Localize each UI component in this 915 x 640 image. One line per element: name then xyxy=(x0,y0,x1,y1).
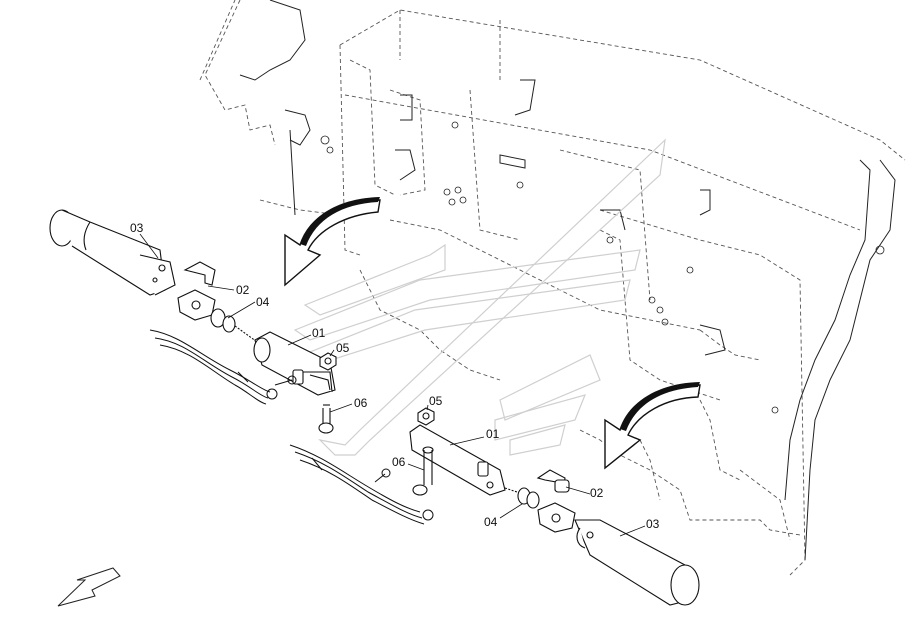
hoses-top xyxy=(149,329,297,405)
part-06-bolt-bottom xyxy=(412,446,434,496)
chassis-outline xyxy=(199,0,906,576)
part-label-02-top: 02 xyxy=(236,283,250,297)
part-label-01-bottom: 01 xyxy=(486,427,500,441)
part-label-03-bottom: 03 xyxy=(646,517,660,531)
part-label-04-bottom: 04 xyxy=(484,515,498,529)
part-02-bracket-bottom xyxy=(536,469,576,533)
leader-lines xyxy=(139,233,646,537)
part-02-bracket-top xyxy=(177,261,216,321)
direction-arrow-icon xyxy=(57,567,121,607)
part-label-06-bottom: 06 xyxy=(392,455,406,469)
part-01-actuator-bottom xyxy=(409,424,506,496)
part-04-nut-bottom xyxy=(504,487,540,509)
part-03-cylinder-top xyxy=(49,209,176,296)
part-05-nut-bottom xyxy=(417,407,435,426)
part-03-cylinder-bottom xyxy=(574,519,700,606)
rotation-arrows xyxy=(284,197,701,470)
part-label-04-top: 04 xyxy=(256,295,270,309)
part-label-01-top: 01 xyxy=(312,326,326,340)
part-label-03-top: 03 xyxy=(130,221,144,235)
part-label-05-bottom: 05 xyxy=(429,394,443,408)
bolt-holes xyxy=(320,121,885,414)
part-04-nut-top xyxy=(210,308,261,345)
watermark-logo xyxy=(288,138,666,456)
part-label-06-top: 06 xyxy=(354,396,368,410)
part-label-05-top: 05 xyxy=(336,341,350,355)
part-01-actuator-top xyxy=(253,331,336,396)
hoses-bottom xyxy=(289,444,434,525)
part-05-nut-top xyxy=(319,352,337,371)
part-06-bolt-top xyxy=(318,404,334,434)
frame-solid xyxy=(239,0,896,561)
part-label-02-bottom: 02 xyxy=(590,486,604,500)
